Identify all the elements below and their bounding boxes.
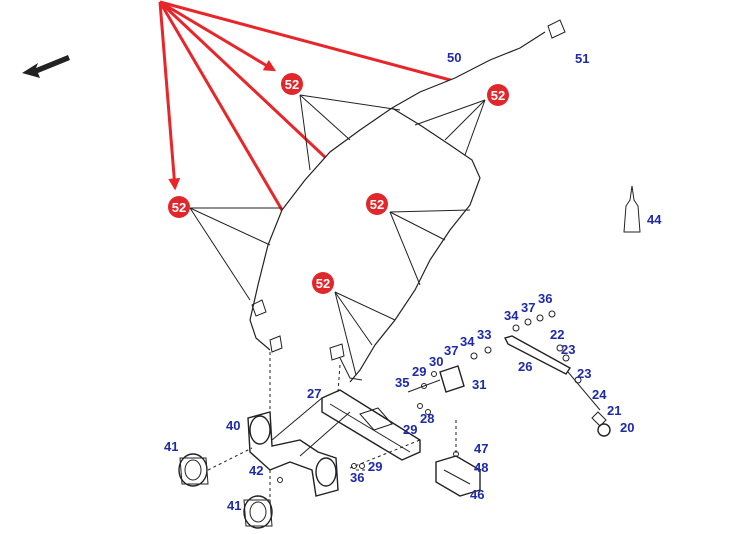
adhesive-bottle-icon — [623, 185, 641, 233]
badge-52-d: 52 — [366, 193, 388, 215]
label-42: 42 — [249, 463, 263, 478]
speaker-41-a — [178, 453, 209, 487]
label-21: 21 — [607, 403, 621, 418]
label-23-a: 23 — [561, 342, 575, 357]
svg-text:52: 52 — [172, 200, 186, 215]
leader-lines — [189, 94, 486, 376]
label-23-b: 23 — [577, 366, 591, 381]
speaker-41-b — [243, 495, 273, 529]
svg-text:52: 52 — [316, 276, 330, 291]
label-28: 28 — [420, 411, 434, 426]
label-34-a: 34 — [504, 308, 519, 323]
label-41-a: 41 — [164, 439, 178, 454]
svg-text:52: 52 — [285, 77, 299, 92]
label-31: 31 — [472, 377, 486, 392]
badge-52-a: 52 — [281, 73, 303, 95]
mounting-plate — [321, 389, 421, 461]
label-37-b: 37 — [444, 343, 458, 358]
label-33: 33 — [477, 327, 491, 342]
label-40: 40 — [226, 418, 240, 433]
label-44: 44 — [647, 212, 662, 227]
label-47: 47 — [474, 441, 488, 456]
dashed-connections — [207, 352, 421, 500]
svg-text:52: 52 — [491, 88, 505, 103]
label-35: 35 — [395, 375, 409, 390]
label-30: 30 — [429, 354, 443, 369]
label-36: 36 — [538, 291, 552, 306]
label-27: 27 — [307, 386, 321, 401]
label-37-a: 37 — [521, 300, 535, 315]
speaker-frame — [247, 397, 351, 497]
label-46: 46 — [470, 487, 484, 502]
badge-52-e: 52 — [312, 272, 334, 294]
label-22: 22 — [550, 327, 564, 342]
label-24: 24 — [592, 387, 607, 402]
badge-52-b: 52 — [487, 84, 509, 106]
label-20: 20 — [620, 420, 634, 435]
base-bracket — [435, 420, 481, 497]
direction-arrow-icon — [22, 55, 70, 78]
label-51: 51 — [575, 51, 589, 66]
label-29-c: 29 — [368, 459, 382, 474]
label-36-b: 36 — [350, 470, 364, 485]
bracket-assembly — [407, 346, 492, 415]
wiring-harness — [249, 19, 566, 383]
label-29-a: 29 — [412, 364, 426, 379]
label-26: 26 — [518, 359, 532, 374]
label-29-b: 29 — [403, 422, 417, 437]
label-48: 48 — [474, 460, 488, 475]
badge-52-c: 52 — [168, 196, 190, 218]
label-34-b: 34 — [460, 334, 475, 349]
label-41-b: 41 — [227, 498, 241, 513]
svg-text:52: 52 — [370, 197, 384, 212]
label-50: 50 — [447, 50, 461, 65]
lever-assembly — [503, 310, 611, 437]
